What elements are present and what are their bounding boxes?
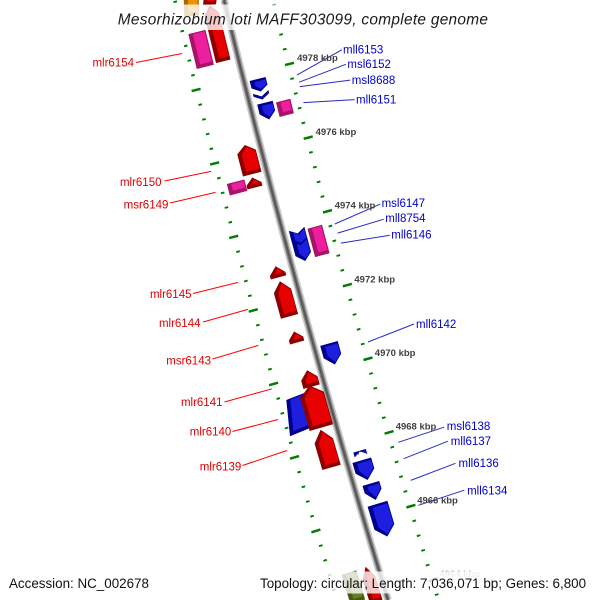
svg-text:mlr6141: mlr6141 [181,397,223,409]
svg-text:msl6138: msl6138 [447,421,490,433]
svg-text:4968 kbp: 4968 kbp [396,422,437,433]
svg-text:mll6146: mll6146 [391,230,431,242]
svg-text:mlr6139: mlr6139 [200,461,242,473]
svg-text:4976 kbp: 4976 kbp [316,127,357,138]
svg-text:4972 kbp: 4972 kbp [354,274,395,285]
svg-text:mlr6145: mlr6145 [150,289,192,301]
svg-text:mll6151: mll6151 [356,95,396,107]
svg-text:mlr6140: mlr6140 [190,427,232,439]
svg-text:Accession: NC_002678: Accession: NC_002678 [9,576,149,591]
svg-text:msl6147: msl6147 [382,198,425,210]
svg-text:mll6153: mll6153 [343,45,383,57]
svg-text:msl6152: msl6152 [347,59,390,71]
svg-text:mll6142: mll6142 [416,319,456,331]
svg-text:4966 kbp: 4966 kbp [417,495,458,506]
svg-text:Mesorhizobium loti MAFF303099,: Mesorhizobium loti MAFF303099, complete … [118,11,489,28]
svg-text:4978 kbp: 4978 kbp [297,53,338,64]
svg-text:Topology: circular; Length: 7,: Topology: circular; Length: 7,036,071 bp… [260,576,586,591]
svg-text:mll6134: mll6134 [467,485,508,497]
svg-text:msr6143: msr6143 [166,356,211,368]
svg-text:msr6149: msr6149 [124,200,169,212]
svg-text:mll8754: mll8754 [385,213,426,225]
svg-text:mll6137: mll6137 [451,436,491,448]
svg-text:mlr6154: mlr6154 [92,58,134,70]
svg-text:msl8688: msl8688 [352,75,395,87]
svg-text:4974 kbp: 4974 kbp [335,201,376,212]
svg-text:mlr6150: mlr6150 [120,177,162,189]
svg-text:mll6136: mll6136 [459,458,499,470]
svg-text:mlr6144: mlr6144 [159,318,201,330]
svg-text:4970 kbp: 4970 kbp [375,348,416,359]
